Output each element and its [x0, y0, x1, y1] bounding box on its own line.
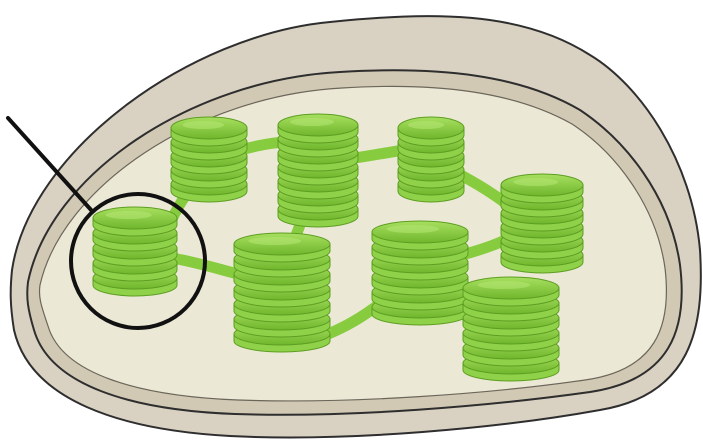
granum-1 — [92, 206, 178, 297]
thylakoid-disc — [92, 206, 178, 237]
granum-2 — [277, 113, 359, 228]
granum-6 — [233, 232, 331, 353]
pointer-line — [6, 116, 94, 213]
grana-group — [92, 113, 584, 382]
thylakoid-disc — [233, 232, 331, 263]
thylakoid-disc — [277, 113, 359, 144]
granum-4 — [500, 173, 584, 274]
granum-8 — [462, 276, 560, 382]
thylakoid-disc — [371, 220, 469, 251]
thylakoid-disc — [462, 276, 560, 307]
thylakoid-disc — [170, 116, 248, 147]
granum-7 — [371, 220, 469, 326]
highlight-circle — [69, 192, 207, 330]
granum-5 — [170, 116, 248, 203]
granum-3 — [397, 116, 465, 203]
thylakoid-disc — [500, 173, 584, 204]
thylakoid-disc — [397, 116, 465, 147]
